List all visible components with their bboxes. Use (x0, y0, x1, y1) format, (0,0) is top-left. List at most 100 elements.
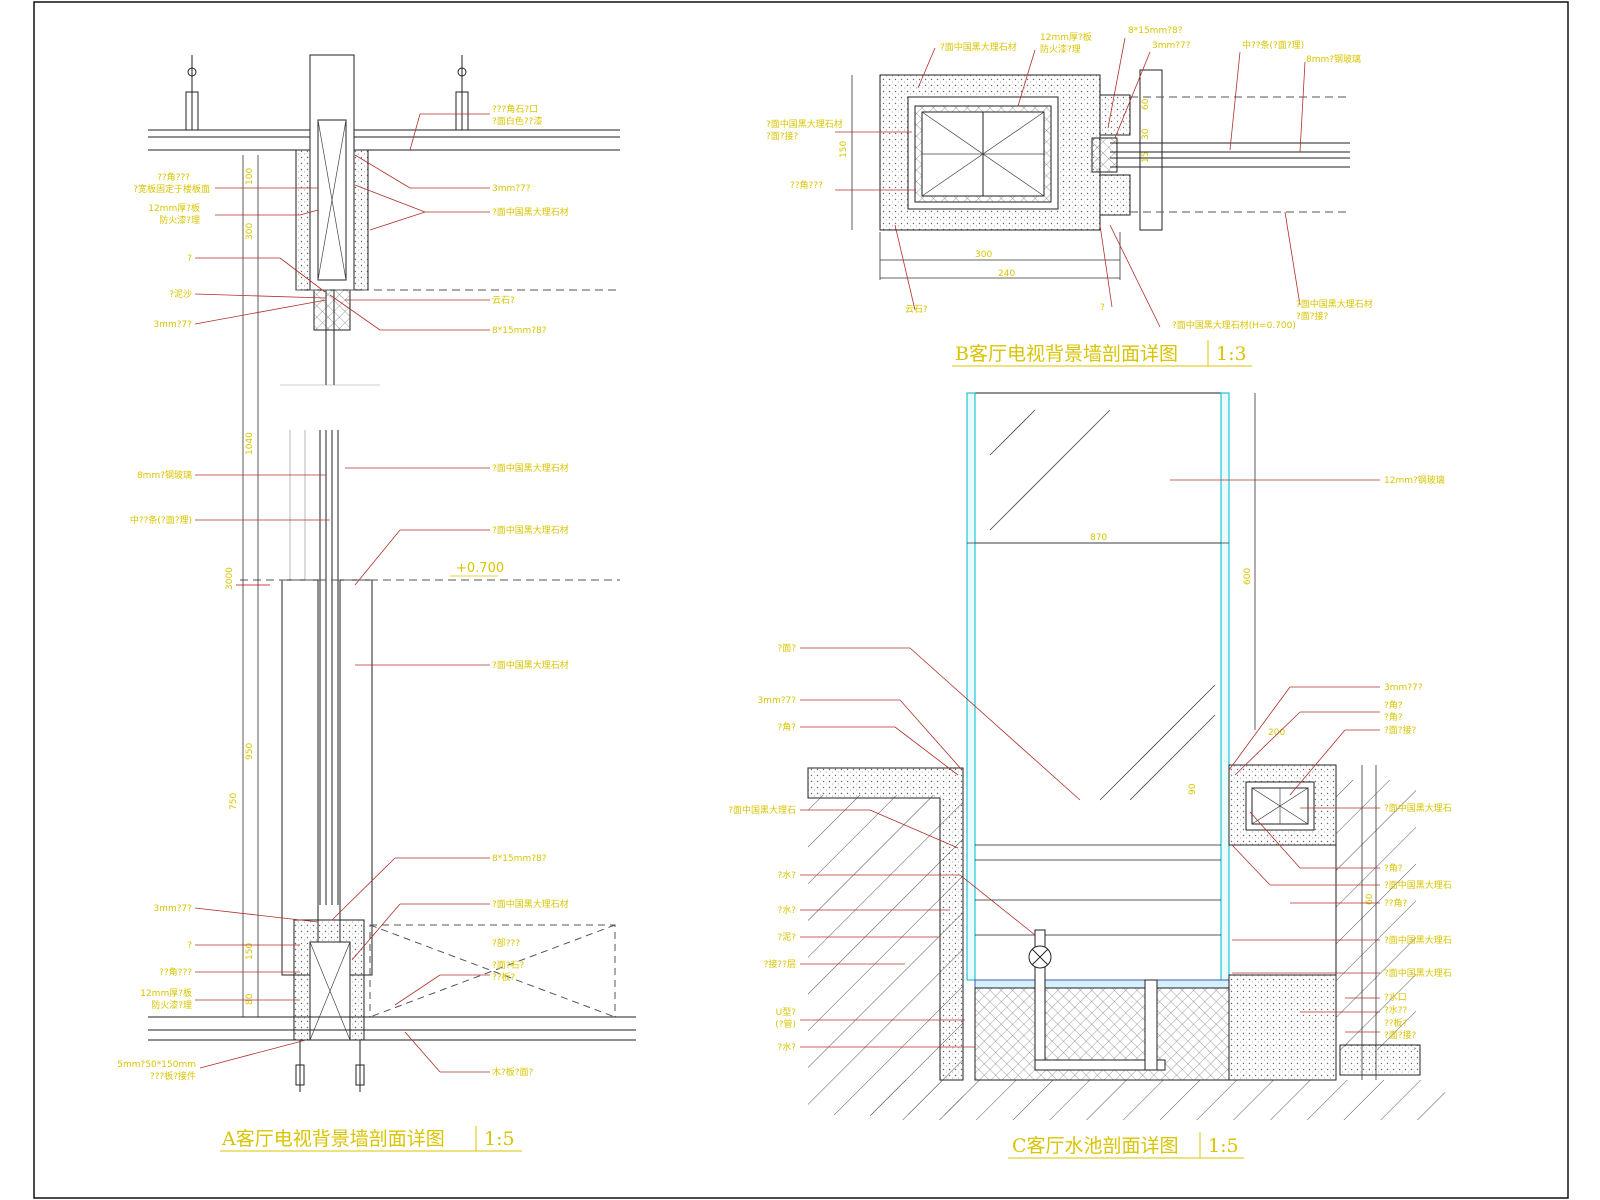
note-b-13: ?面中国黑大理石材(H=0.700) (1172, 319, 1296, 331)
sheet-frame (33, 1, 1569, 1199)
note-b-10: ??角??? (790, 179, 823, 191)
note-a-left-10: 3mm?7? (153, 904, 192, 914)
note-c-right-11: ?面中国黑大理石 (1384, 967, 1452, 979)
note-a-left-8: 8mm?钢玻璃 (137, 469, 192, 481)
note-a-right-8: ?面中国黑大理石材 (492, 524, 569, 536)
drawing-c: 870 600 200 90 60 (728, 392, 1452, 1159)
title-b: B客厅电视背景墙剖面详图 (955, 343, 1178, 365)
note-a-left-13: 12mm厚?板 (140, 987, 192, 999)
dim-c-3: 200 (1268, 728, 1285, 738)
note-c-right-10: ?面中国黑大理石 (1384, 934, 1452, 946)
note-c-left-9: U型? (776, 1007, 797, 1018)
drawing-b: 300 240 150 60 30 15 ?面中国黑大理石材 12mm厚?板 防… (766, 26, 1373, 367)
stone-cladding-left (281, 579, 319, 976)
note-b-4: 8*15mm?8? (1128, 26, 1183, 36)
note-b-6: 中??条(?面?理) (1242, 39, 1304, 51)
dim-a-6: 750 (229, 793, 239, 810)
dim-a-8: 80 (245, 993, 255, 1005)
note-a-left-1: ??角??? (157, 171, 190, 183)
note-c-right-15: ?面?接? (1384, 1029, 1417, 1041)
note-c-right-7: ?角? (1384, 862, 1403, 874)
ground-hatch (808, 795, 963, 1115)
note-a-right-13: ?面?石? (492, 960, 525, 971)
note-b-12: ? (1100, 303, 1105, 313)
note-a-left-16: ???板?接件 (150, 1070, 196, 1082)
note-a-left-14: 防火漆?理 (151, 999, 192, 1011)
dim-c-5: 60 (1365, 893, 1375, 905)
note-c-right-5: ?面?接? (1384, 724, 1417, 736)
dim-b-2: 240 (998, 269, 1015, 279)
ceiling-slab (148, 129, 620, 151)
note-a-left-3: 12mm厚?板 (148, 202, 200, 214)
note-b-11: 云石? (905, 305, 928, 315)
note-c-left-2: 3mm?7? (757, 696, 796, 706)
dim-c-1: 870 (1090, 533, 1107, 543)
note-c-right-14: ??板? (1384, 1017, 1408, 1029)
note-c-left-7: ?泥? (777, 932, 796, 943)
note-a-right-12: ?部??? (492, 937, 520, 949)
note-a-left-7: 3mm?7? (153, 320, 192, 330)
note-c-left-10: (?管) (775, 1018, 796, 1030)
note-a-right-3: 3mm?7? (492, 184, 531, 194)
note-b-9: ?面?接? (766, 130, 799, 142)
note-c-right-13: ?水?? (1384, 1004, 1408, 1016)
note-a-right-1: ???角石?口 (492, 103, 538, 115)
dim-a-5: 950 (245, 743, 255, 760)
note-b-3: 防火漆?理 (1040, 43, 1081, 55)
note-c-right-6: ?面中国黑大理石 (1384, 802, 1452, 814)
note-c-left-11: ?水? (777, 1041, 796, 1053)
note-a-right-7: ?面中国黑大理石材 (492, 462, 569, 474)
dimension-line-a (236, 155, 270, 1017)
note-c-left-1: ?面? (777, 643, 796, 654)
glass-panel-b (1110, 142, 1350, 168)
note-c-right-1: 12mm?钢玻璃 (1384, 474, 1445, 486)
dim-a-2: 300 (245, 223, 255, 240)
note-c-right-2: 3mm?7? (1384, 683, 1423, 693)
note-b-7: 8mm?钢玻璃 (1306, 53, 1361, 65)
dim-a-7: 150 (245, 943, 255, 960)
drawing-a: +0.700 100 300 1040 3000 950 (117, 54, 636, 1152)
title-a: A客厅电视背景墙剖面详图 (221, 1128, 445, 1150)
note-c-right-12: ?水口 (1384, 991, 1407, 1003)
dimension-line-b (851, 75, 1121, 280)
note-a-left-2: ?宽板固定于楼板面 (133, 183, 210, 195)
note-c-left-3: ?角? (777, 721, 796, 733)
note-a-right-11: ?面中国黑大理石材 (492, 898, 569, 910)
scale-b: 1:3 (1216, 343, 1247, 365)
note-a-left-6: ?泥沙 (169, 289, 192, 300)
scale-a: 1:5 (484, 1128, 515, 1150)
note-a-right-14: ??板? (492, 971, 516, 983)
note-b-15: ?面?接? (1296, 310, 1329, 322)
note-a-left-12: ??角??? (159, 966, 192, 978)
note-c-right-4: ?角? (1384, 711, 1403, 723)
title-c: C客厅水池剖面详图 (1012, 1135, 1179, 1157)
note-a-left-4: 防火漆?理 (159, 214, 200, 226)
dim-c-4: 90 (1188, 783, 1198, 795)
note-b-14: ?面中国黑大理石材 (1296, 298, 1373, 310)
dim-c-2: 600 (1243, 568, 1253, 585)
note-a-right-5: 云石? (492, 296, 515, 306)
dim-a-3: 1040 (245, 432, 255, 455)
note-a-right-10: 8*15mm?8? (492, 854, 547, 864)
note-a-left-15: 5mm?50*150mm (117, 1060, 196, 1070)
note-c-left-4: ?面中国黑大理石 (728, 804, 796, 816)
ceiling-hanger-left (185, 55, 199, 131)
drain-pipe (1028, 929, 1166, 1071)
stone-cladding-right (339, 579, 373, 976)
dim-b-3: 150 (839, 141, 849, 158)
dim-a-4: 3000 (225, 567, 235, 590)
dimension-line-c (967, 393, 1377, 1080)
note-a-right-2: ?面白色??漆 (492, 115, 542, 127)
note-c-right-3: ?角? (1384, 699, 1403, 711)
note-a-left-5: ? (187, 254, 192, 264)
note-c-left-5: ?水? (777, 869, 796, 881)
note-a-right-4: ?面中国黑大理石材 (492, 206, 569, 218)
level-mark-a: +0.700 (456, 561, 504, 576)
note-b-2: 12mm厚?板 (1040, 31, 1092, 43)
note-a-left-9: 中??条(?面?理) (130, 514, 192, 526)
note-b-5: 3mm?7? (1152, 41, 1191, 51)
note-a-right-6: 8*15mm?8? (492, 326, 547, 336)
note-c-right-8: ?面中国黑大理石 (1384, 879, 1452, 891)
note-a-right-15: 木?板?面? (492, 1066, 534, 1078)
